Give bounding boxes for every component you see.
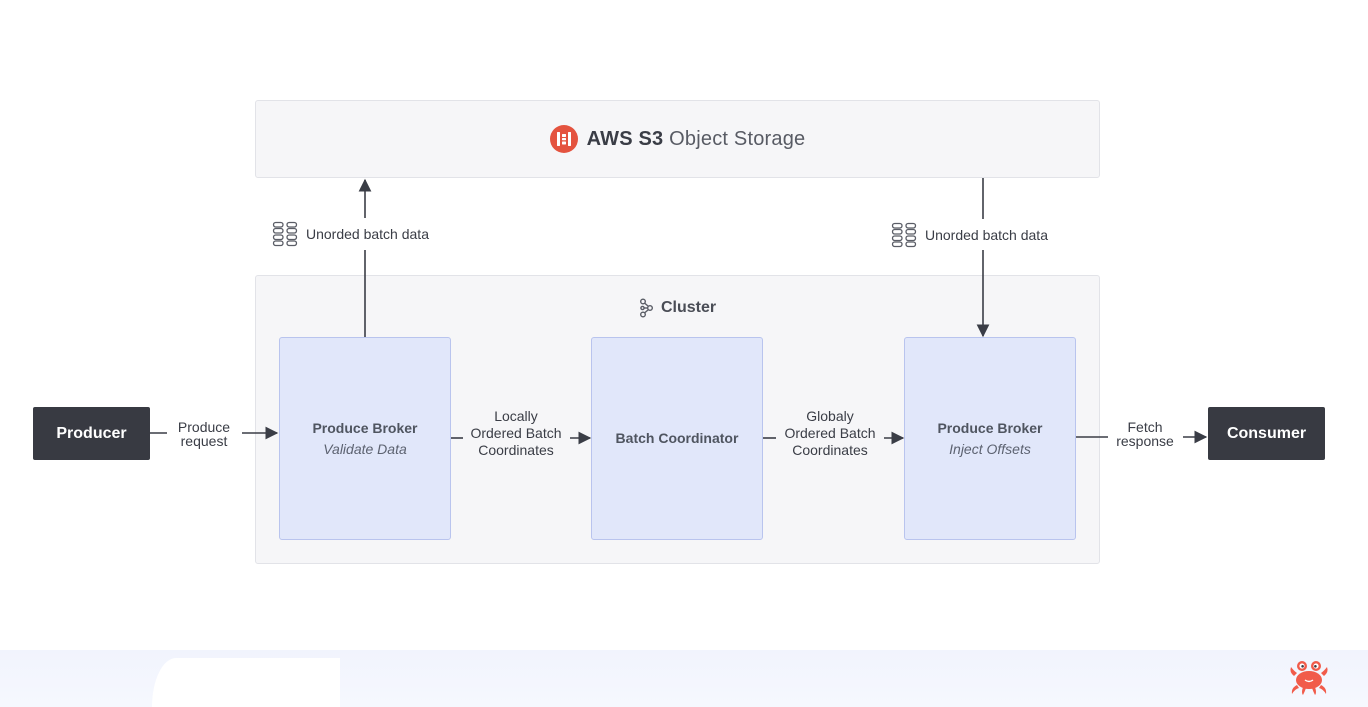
broker-left-subtitle: Validate Data [323,440,407,457]
storage-name: Object Storage [669,127,806,150]
batch-coordinator[interactable]: Batch Coordinator [591,337,763,540]
unordered-upload-label: Unorded batch data [272,221,429,247]
global-ordered-label: Globaly Ordered Batch Coordinates [784,408,876,458]
coordinator-title: Batch Coordinator [615,430,739,446]
produce-broker-validate[interactable]: Produce Broker Validate Data [279,337,451,540]
fetch-response-label: Fetch response [1116,419,1174,449]
broker-right-subtitle: Inject Offsets [949,440,1031,457]
storage-brand: AWS S3 [586,127,664,150]
unordered-download-text: Unorded batch data [925,227,1048,243]
database-stack-icon [272,221,298,247]
produce-request-label: Produce request [177,419,231,449]
consumer-node[interactable]: Consumer [1208,407,1325,460]
produce-broker-inject[interactable]: Produce Broker Inject Offsets [904,337,1076,540]
unordered-download-label: Unorded batch data [891,222,1048,248]
cluster-label: Cluster [661,299,717,316]
broker-right-title: Produce Broker [937,419,1043,436]
database-stack-icon [891,222,917,248]
unordered-upload-text: Unorded batch data [306,226,429,242]
storage-title: AWS S3 Object Storage [587,128,806,151]
broker-left-title: Produce Broker [312,419,418,436]
producer-node[interactable]: Producer [33,407,150,460]
cluster-nodes-icon [640,298,653,318]
cluster-heading: Cluster [638,298,716,318]
local-ordered-label: Locally Ordered Batch Coordinates [470,408,562,458]
footer-decoration [152,658,340,707]
crab-logo-icon [1290,661,1328,695]
s3-bucket-icon [549,125,578,153]
object-storage-panel: AWS S3 Object Storage [255,100,1100,178]
